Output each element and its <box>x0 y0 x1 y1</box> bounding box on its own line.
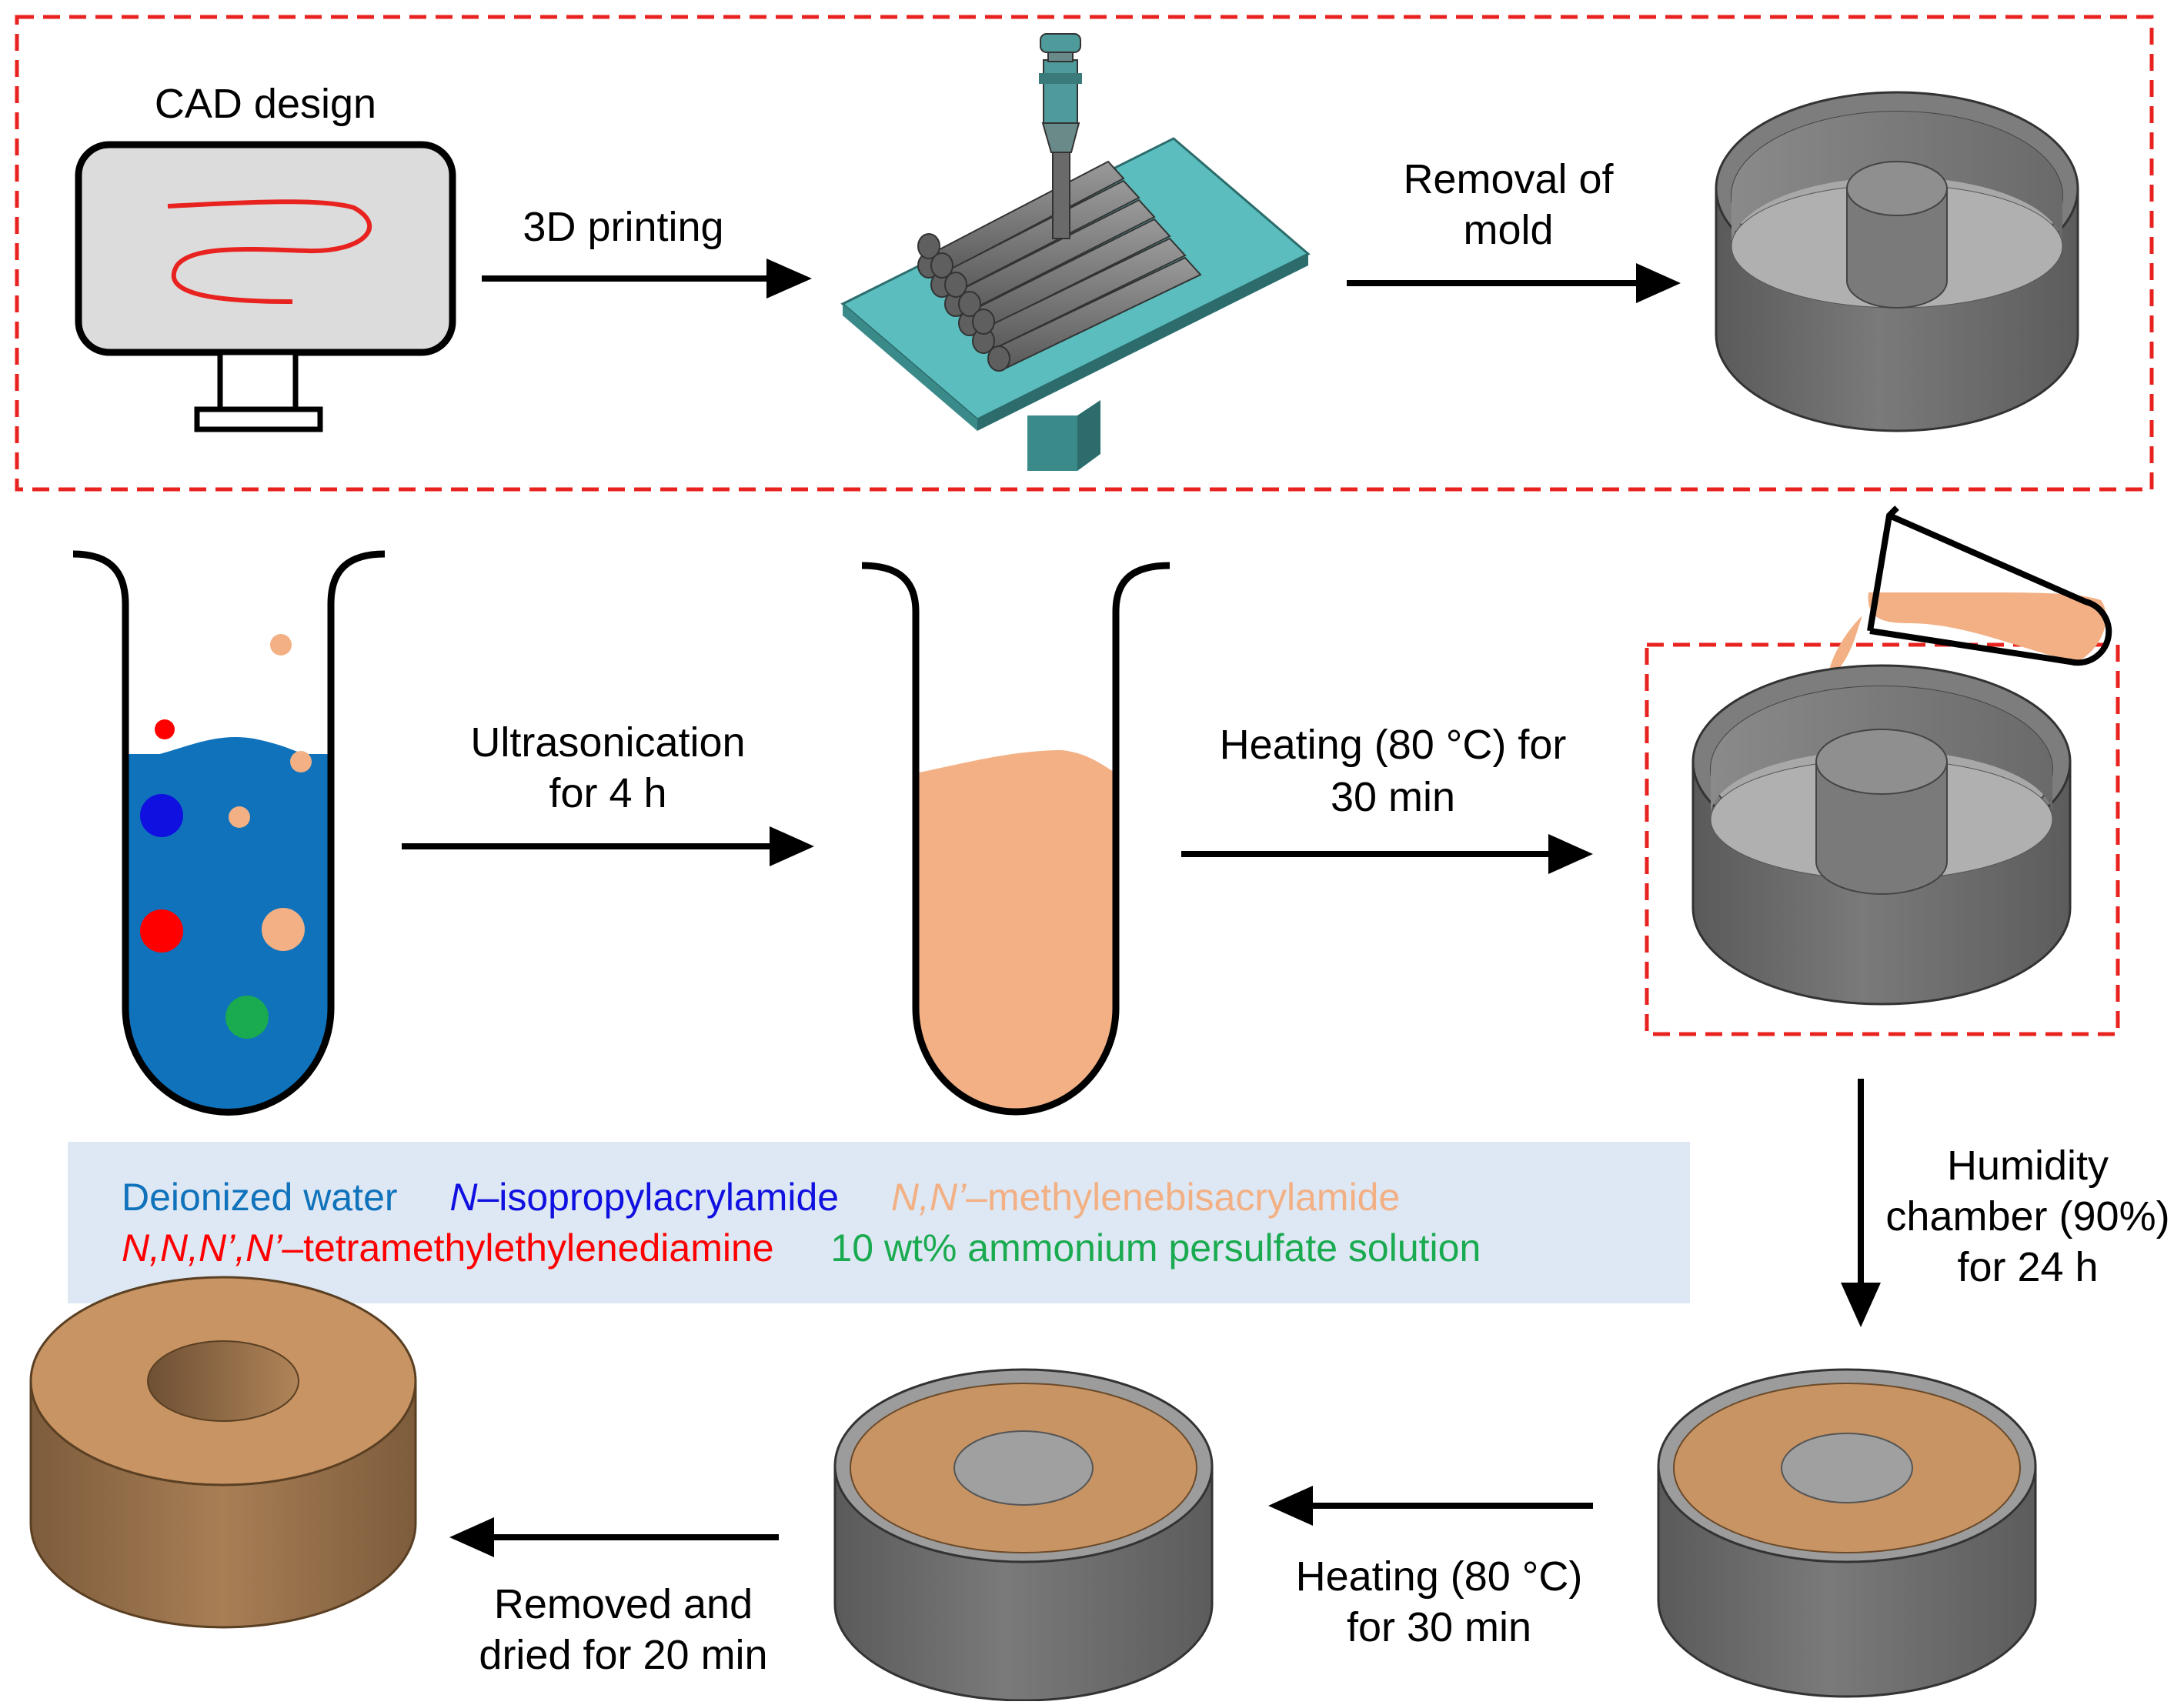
label-heating1-line1: Heating (80 °C) for <box>1219 722 1567 768</box>
legend-nipam: N–isopropylacrylamide <box>449 1176 840 1219</box>
arrow-ultrasonication <box>402 826 814 866</box>
legend-row-1: Deionized water N–isopropylacrylamide N,… <box>122 1175 1400 1220</box>
legend-temed: N,N,N’,N’–tetramethylethylenediamine <box>122 1226 774 1270</box>
legend-mbaa: N,N’–methylenebisacrylamide <box>890 1176 1401 1219</box>
computer-monitor-icon <box>75 141 456 432</box>
gel-in-mold-icon <box>1657 1368 2037 1698</box>
temed-particle <box>155 719 175 739</box>
filled-mold-icon <box>1691 664 2072 1006</box>
arrow-removed-dried <box>449 1517 779 1557</box>
label-ultrasonication-line1: Ultrasonication <box>470 719 746 766</box>
label-3d-printing: 3D printing <box>523 204 724 250</box>
label-humidity-line2: chamber (90%) <box>1885 1193 2170 1240</box>
cad-stage-frame <box>15 15 2154 492</box>
arrow-removal-of-mold <box>1347 263 1681 303</box>
label-humidity-line3: for 24 h <box>1957 1244 2099 1290</box>
label-ultrasonication-line2: for 4 h <box>549 770 667 816</box>
label-heating1-line2: 30 min <box>1330 774 1456 820</box>
label-dried-line1: Removed and <box>493 1581 753 1627</box>
label-humidity-line1: Humidity <box>1946 1143 2109 1189</box>
label-removal-line2: mold <box>1463 207 1554 253</box>
legend-aps: 10 wt% ammonium persulfate solution <box>830 1226 1481 1270</box>
mbaa-particle <box>290 751 312 772</box>
label-heating2-line2: for 30 min <box>1346 1604 1532 1650</box>
arrow-3d-printing <box>482 259 812 299</box>
final-hydrogel-ring-icon <box>29 1276 417 1629</box>
nipam-particle <box>140 794 183 837</box>
aps-particle <box>225 996 269 1039</box>
test-tube-solution <box>861 562 1170 1116</box>
legend-panel <box>68 1142 1690 1303</box>
3d-printer-icon <box>840 33 1311 471</box>
arrow-heating-1 <box>1181 834 1593 874</box>
label-cad-design: CAD design <box>154 81 377 127</box>
legend-deionized-water: Deionized water <box>122 1176 398 1219</box>
label-removal-line1: Removal of <box>1403 156 1614 202</box>
arrow-humidity <box>1841 1079 1881 1327</box>
pouring-stage-frame <box>1645 642 2120 1036</box>
cad-path-curve <box>167 199 372 304</box>
mbaa-particle <box>262 908 305 951</box>
empty-mold-icon <box>1715 91 2079 432</box>
label-dried-line2: dried for 20 min <box>479 1632 768 1678</box>
mbaa-particle <box>270 634 292 656</box>
arrow-heating-2 <box>1268 1486 1593 1526</box>
legend-row-2: N,N,N’,N’–tetramethylethylenediamine 10 … <box>122 1226 1481 1270</box>
temed-particle <box>140 909 183 953</box>
mbaa-particle <box>229 806 250 828</box>
test-tube-mixture <box>72 550 386 1116</box>
heated-gel-in-mold-icon <box>833 1368 1214 1702</box>
label-heating2-line1: Heating (80 °C) <box>1295 1553 1583 1600</box>
